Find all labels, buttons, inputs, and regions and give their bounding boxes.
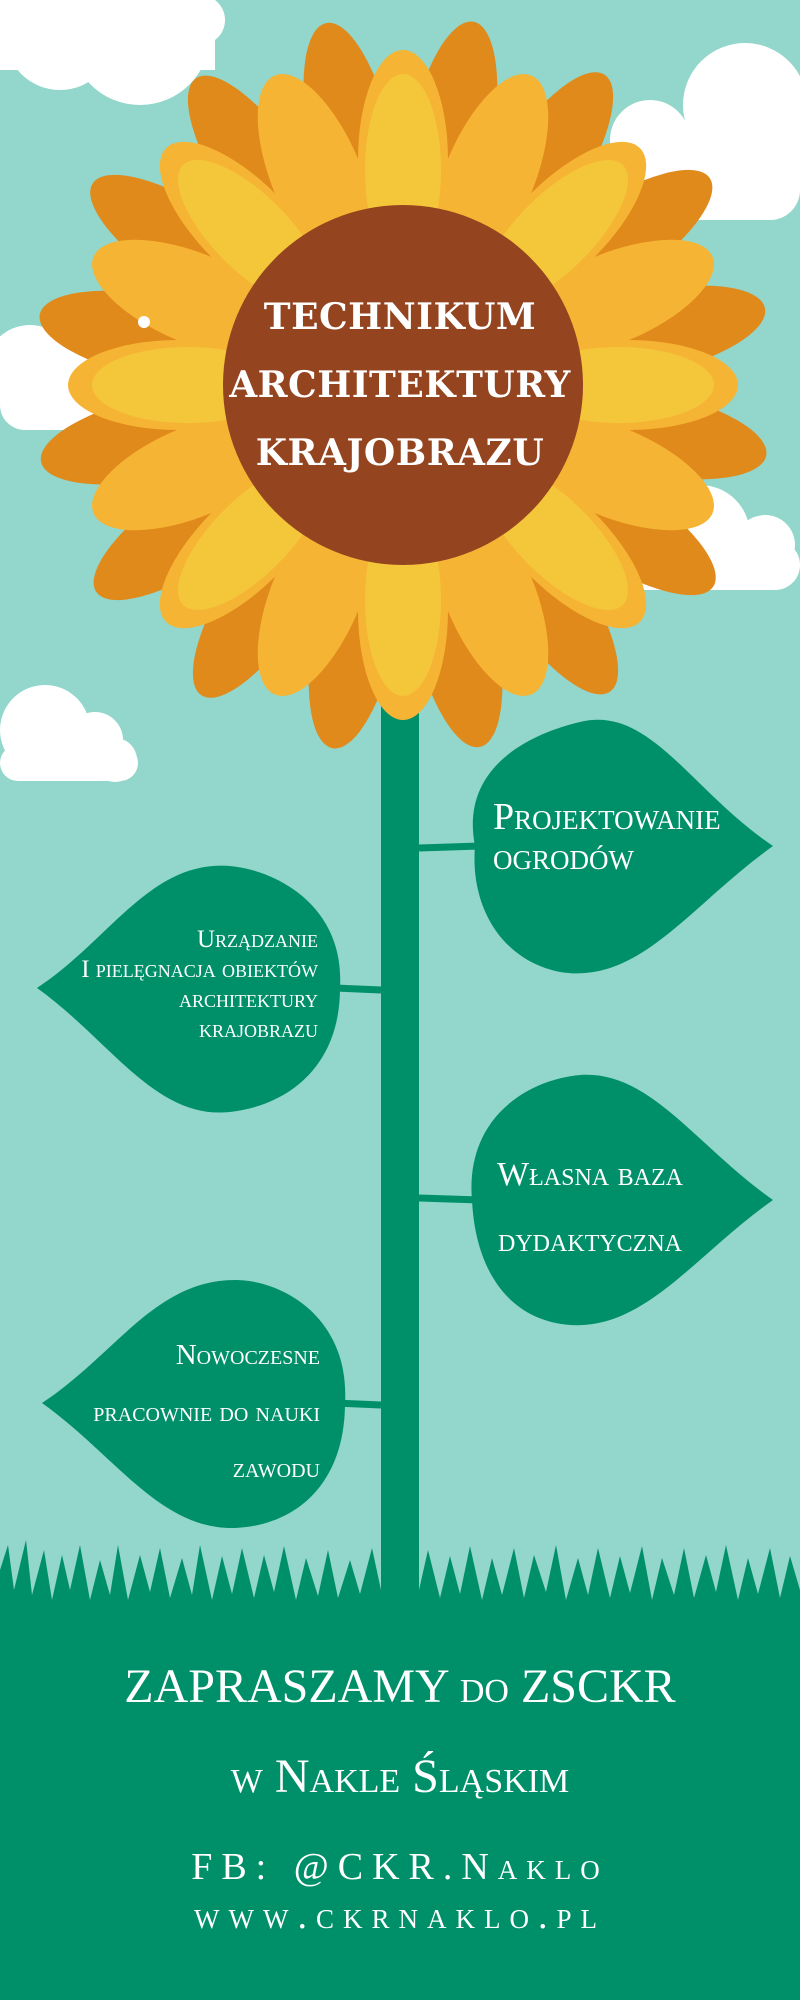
- leaf-urzadzanie-line-1: Urządzanie: [196, 926, 318, 953]
- sunflower-center: [223, 205, 583, 565]
- leaf-pracownie-line-2: pracownie do nauki: [93, 1395, 320, 1428]
- leaf-pracownie: Nowoczesne pracownie do nauki zawodu: [60, 1327, 320, 1497]
- leaf-icon: [472, 719, 773, 974]
- sunflower-icon: [39, 21, 767, 749]
- leaf-urzadzanie-line-3: architektury: [179, 986, 318, 1013]
- website-link[interactable]: www.ckrnaklo.pl: [194, 1895, 606, 1937]
- leaf-icon: [471, 1074, 773, 1326]
- leaf-pracownie-line-1: Nowoczesne: [175, 1339, 320, 1371]
- cloud-icon: [0, 685, 138, 782]
- cloud-icon: [0, 0, 225, 105]
- facebook-link[interactable]: FB: @CKR.Naklo: [191, 1846, 609, 1888]
- title-line-2: ARCHITEKTURY: [229, 364, 571, 406]
- leaf-projektowanie-line-1: Projektowanie: [493, 796, 721, 838]
- invite-line-1: ZAPRASZAMY do ZSCKR: [124, 1660, 676, 1713]
- leaf-icon: [37, 865, 341, 1113]
- leaf-icon: [42, 1280, 346, 1529]
- leaf-projektowanie-line-2: ogrodów: [493, 835, 634, 878]
- title-line-3: KRAJOBRAZU: [255, 432, 545, 474]
- title-line-1: TECHNIKUM: [263, 296, 537, 338]
- leaf-urzadzanie-line-4: krajobrazu: [198, 1016, 318, 1043]
- leaves: [37, 719, 773, 1529]
- leaf-pracownie-line-3: zawodu: [232, 1452, 320, 1485]
- leaf-baza-line-1: Własna baza: [497, 1156, 683, 1193]
- leaf-baza-line-2: dydaktyczna: [498, 1222, 682, 1260]
- stem: [381, 650, 419, 1660]
- leaf-urzadzanie: Urządzanie I pielęgnacja obiektów archit…: [60, 925, 318, 1045]
- grass-icon: [0, 1540, 800, 2000]
- invite-line-2: w Nakle Śląskim: [230, 1750, 570, 1803]
- leaf-urzadzanie-line-2: I pielęgnacja obiektów: [81, 956, 318, 983]
- leaf-projektowanie: Projektowanie ogrodów: [493, 796, 721, 878]
- leaf-baza: Własna baza dydaktyczna: [480, 1142, 700, 1275]
